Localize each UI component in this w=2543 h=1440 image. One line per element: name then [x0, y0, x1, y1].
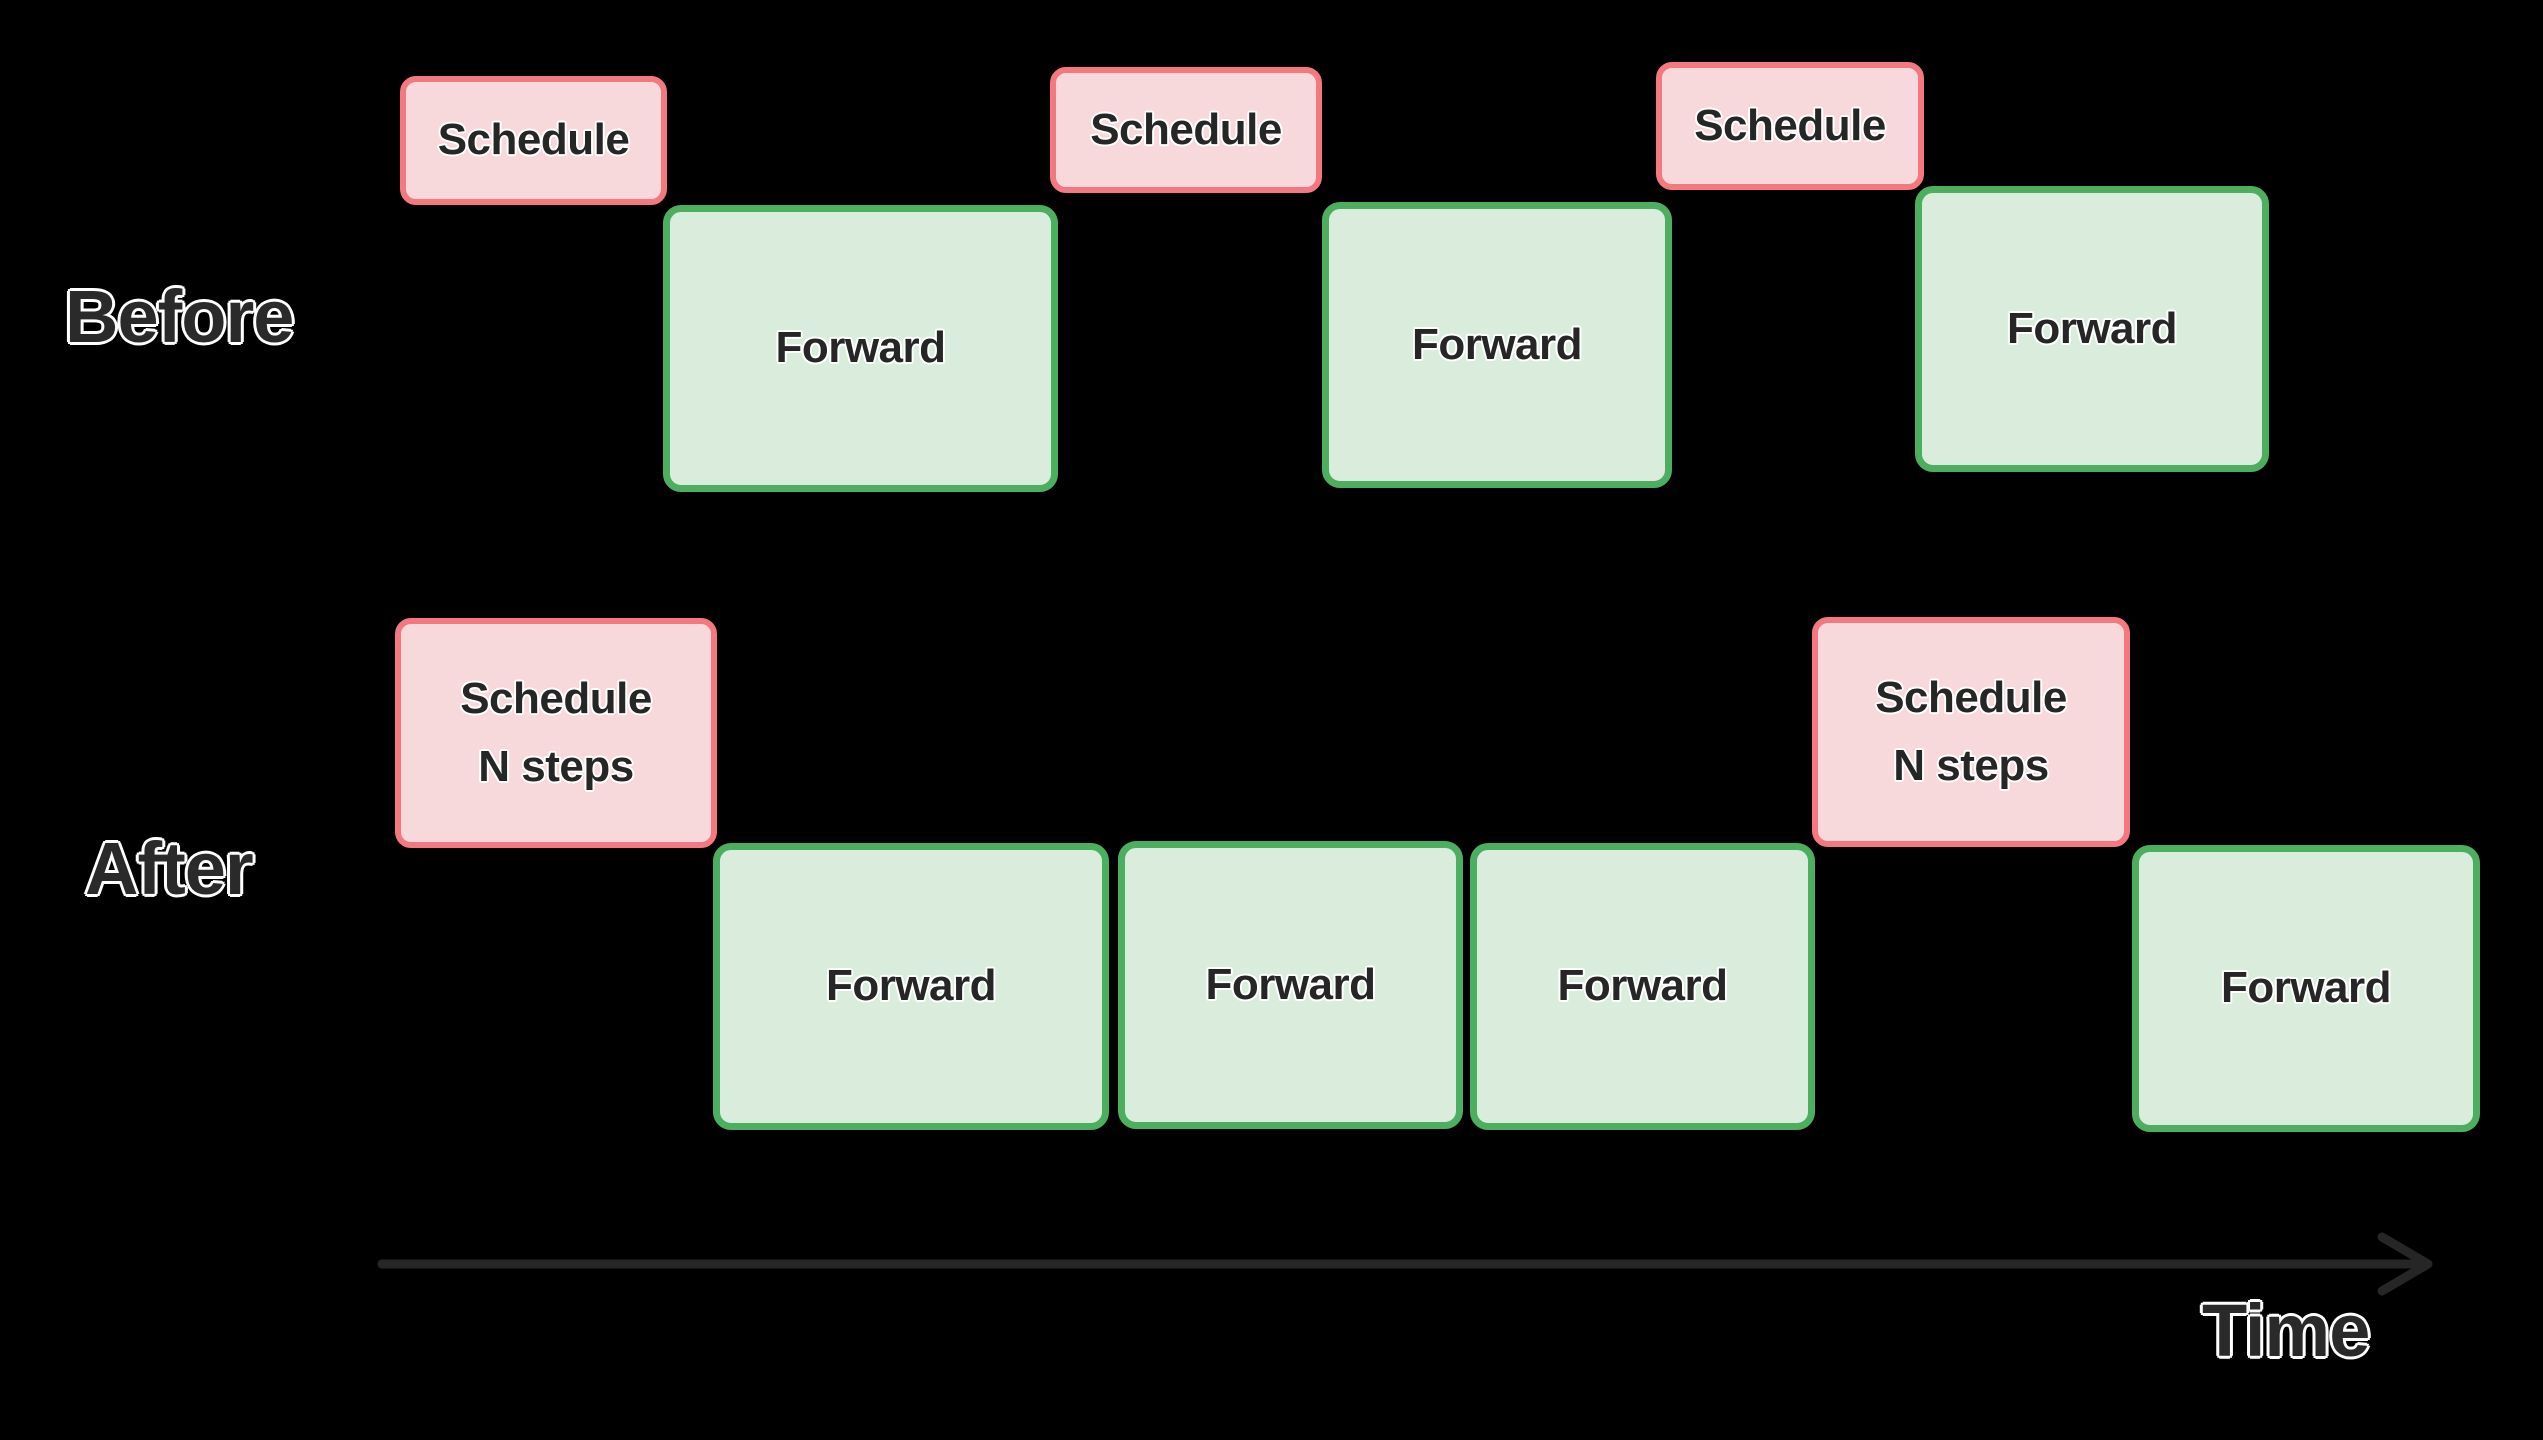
box-label: Schedule — [1694, 100, 1886, 150]
schedule-box: Schedule — [400, 76, 667, 205]
schedule-box: Schedule — [1656, 62, 1924, 190]
schedule-box: Schedule — [1050, 67, 1322, 193]
time-arrowhead-icon — [2377, 1232, 2433, 1296]
box-label: Forward — [1205, 959, 1376, 1009]
row-label-before: Before — [65, 275, 294, 358]
forward-box: Forward — [1322, 202, 1672, 488]
box-label: Forward — [1411, 319, 1583, 369]
time-axis-label: Time — [2202, 1289, 2370, 1372]
forward-box: Forward — [1118, 841, 1463, 1129]
forward-box: Forward — [1470, 843, 1815, 1130]
row-label-after: After — [85, 827, 254, 910]
box-label: Forward — [2006, 303, 2178, 353]
box-label: Forward — [775, 323, 946, 373]
forward-box: Forward — [2132, 845, 2480, 1132]
box-label: Forward — [2220, 963, 2392, 1013]
forward-box: Forward — [1915, 186, 2269, 472]
box-label: Schedule — [1090, 104, 1282, 154]
box-label: Schedule — [437, 115, 630, 165]
box-label: Forward — [825, 961, 997, 1011]
forward-box: Forward — [713, 843, 1109, 1130]
box-label: Forward — [1557, 961, 1728, 1011]
forward-box: Forward — [663, 205, 1058, 492]
